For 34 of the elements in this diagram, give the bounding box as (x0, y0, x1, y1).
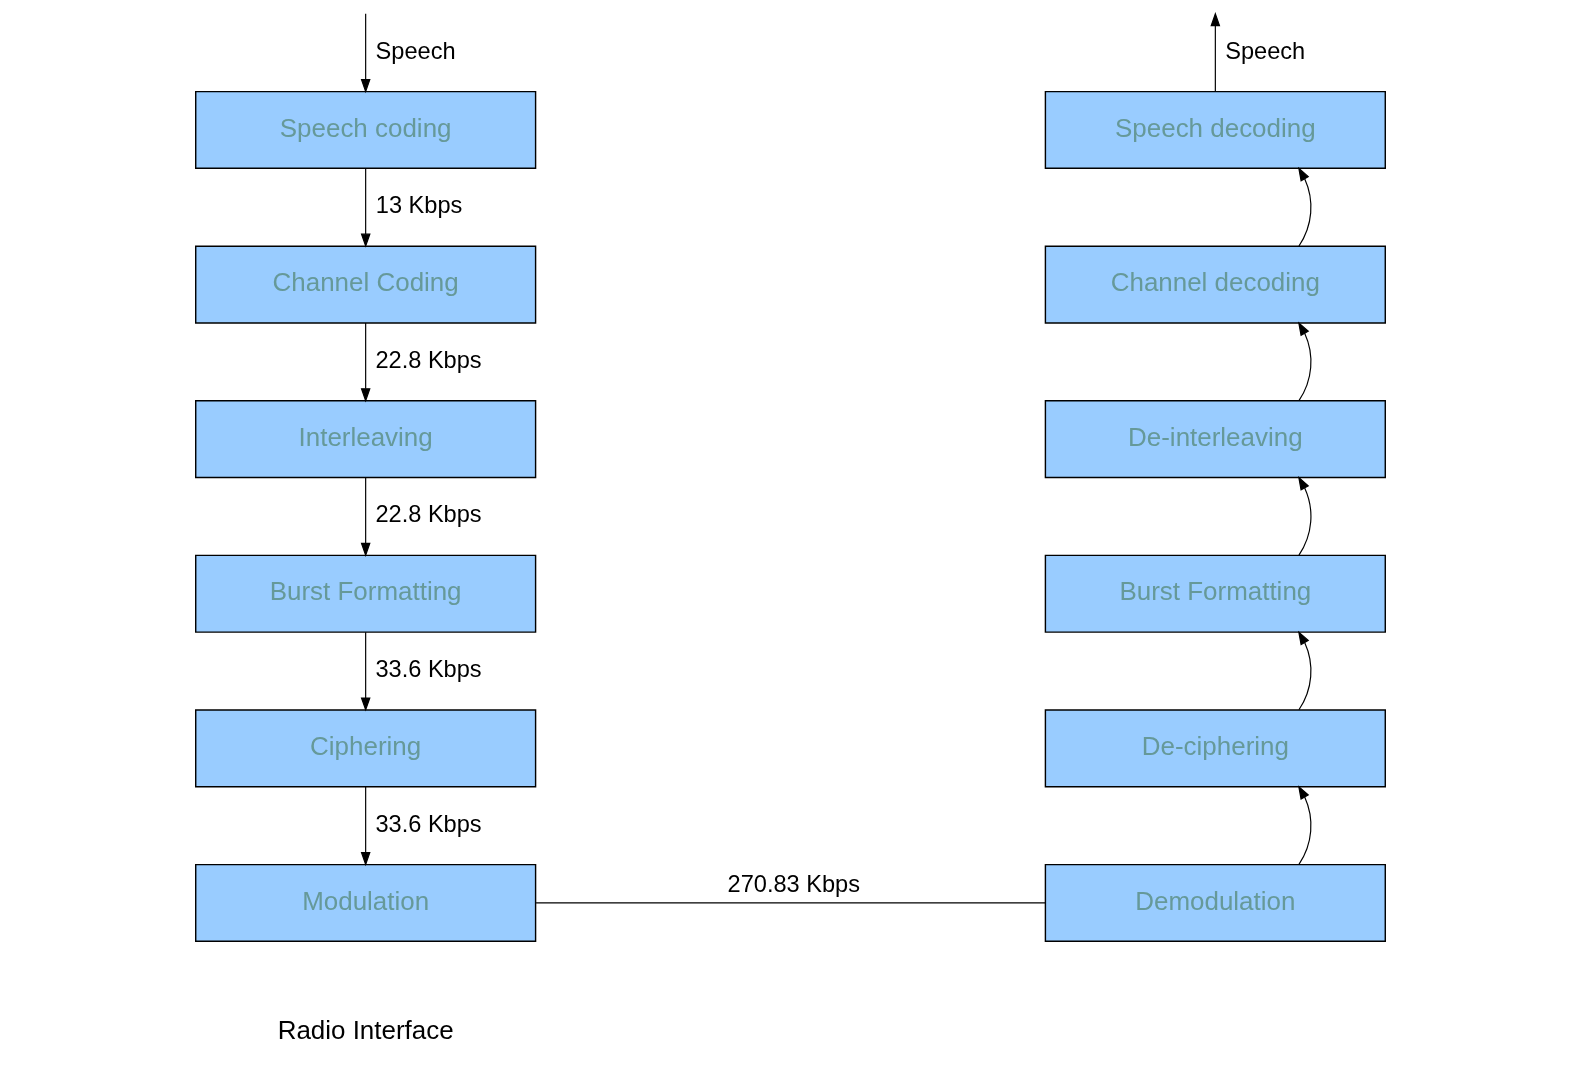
arrow (360, 786, 371, 867)
edge-label: Speech (375, 37, 456, 64)
edge-label: 22.8 Kbps (375, 346, 482, 373)
label: Radio Interface (277, 1015, 454, 1046)
node-box: Speech decoding (1044, 90, 1386, 170)
node-box: Burst Formatting (195, 554, 537, 633)
edge-label: 270.83 Kbps (727, 871, 861, 898)
node-box: Demodulation (1044, 863, 1386, 942)
node-box: De-interleaving (1044, 400, 1386, 479)
node-box: De-ciphering (1044, 709, 1386, 788)
edge-label: 33.6 Kbps (375, 810, 482, 837)
arrow (360, 13, 371, 94)
edge-label: 13 Kbps (375, 192, 463, 219)
arrow (1297, 630, 1312, 711)
node-box: Speech coding (195, 90, 537, 170)
node-box: Ciphering (195, 709, 537, 788)
node-box: Modulation (195, 863, 537, 942)
arrow (360, 477, 371, 557)
arrow (1297, 476, 1312, 556)
node-box: Burst Formatting (1044, 554, 1386, 633)
node-box: Channel Coding (195, 245, 537, 324)
edge-label: 33.6 Kbps (375, 655, 482, 682)
arrow (1297, 321, 1312, 402)
arrow (360, 322, 371, 403)
arrow (360, 631, 371, 712)
connector (535, 902, 1046, 904)
arrow (360, 167, 371, 248)
arrow (1297, 166, 1312, 247)
edge-label: 22.8 Kbps (375, 501, 482, 528)
node-box: Channel decoding (1044, 245, 1386, 324)
node-box: Interleaving (195, 400, 537, 479)
arrow (1210, 12, 1221, 93)
edge-label: Speech (1225, 37, 1306, 64)
arrow (1297, 785, 1312, 865)
